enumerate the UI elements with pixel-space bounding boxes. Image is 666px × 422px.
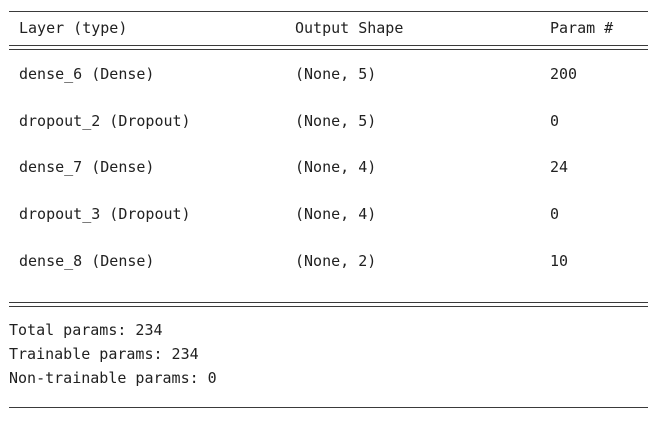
layer-name: dense_8 (Dense) xyxy=(19,252,155,270)
output-shape: (None, 4) xyxy=(295,205,377,223)
totals-separator xyxy=(9,302,648,307)
total-params: Total params: 234 xyxy=(9,321,163,339)
trainable-params: Trainable params: 234 xyxy=(9,345,199,363)
output-shape: (None, 5) xyxy=(295,65,377,83)
bottom-rule xyxy=(9,407,648,408)
param-count: 200 xyxy=(550,65,578,83)
output-shape: (None, 2) xyxy=(295,252,377,270)
output-shape: (None, 4) xyxy=(295,158,377,176)
layer-name: dense_7 (Dense) xyxy=(19,158,155,176)
layer-name: dense_6 (Dense) xyxy=(19,65,155,83)
top-rule xyxy=(9,11,648,12)
header-param-count: Param # xyxy=(550,19,614,37)
param-count: 10 xyxy=(550,252,569,270)
header-separator xyxy=(9,45,648,50)
header-layer-type: Layer (type) xyxy=(19,19,128,37)
output-shape: (None, 5) xyxy=(295,112,377,130)
header-output-shape: Output Shape xyxy=(295,19,404,37)
param-count: 0 xyxy=(550,205,560,223)
param-count: 24 xyxy=(550,158,569,176)
param-count: 0 xyxy=(550,112,560,130)
layer-name: dropout_3 (Dropout) xyxy=(19,205,191,223)
layer-name: dropout_2 (Dropout) xyxy=(19,112,191,130)
non-trainable-params: Non-trainable params: 0 xyxy=(9,369,217,387)
